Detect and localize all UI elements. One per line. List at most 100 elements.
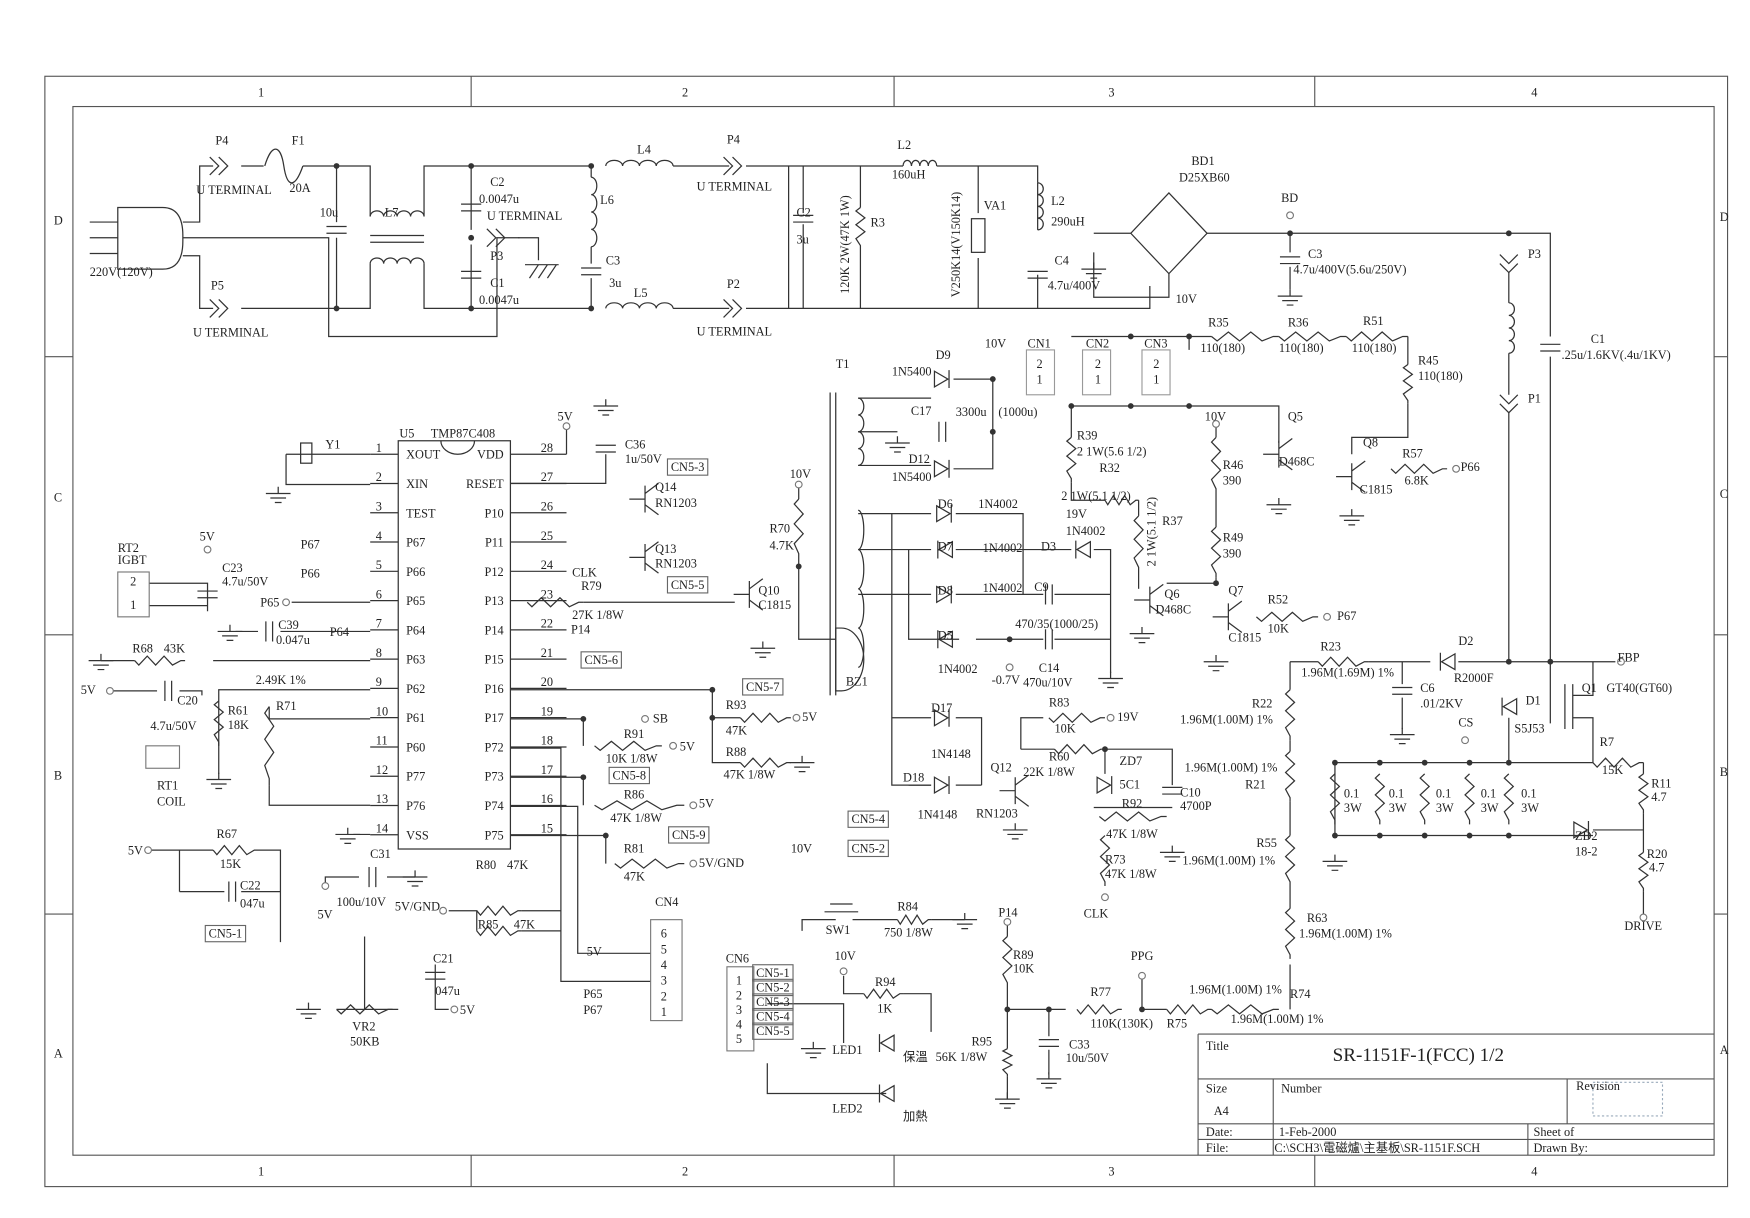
u5-pin-name: RESET (466, 477, 504, 491)
component-label: 10V (985, 337, 1006, 351)
zone-col-label: 1 (258, 85, 264, 99)
capacitor-symbol (1027, 270, 1048, 279)
junction-dot (468, 163, 475, 169)
component-label: C17 (911, 404, 932, 418)
component-label: Q10 (758, 583, 779, 597)
component-label: 290uH (1051, 214, 1085, 228)
component-label: 19V (1117, 710, 1138, 724)
component-label: 4 (736, 1017, 742, 1031)
junction-dot (333, 163, 340, 169)
component-label: P65 (260, 596, 279, 610)
component-label: Q1 (1582, 681, 1597, 695)
component-label: P1 (1528, 392, 1541, 406)
component-label: 2 1W(5.6 1/2) (1077, 444, 1147, 458)
wire (151, 849, 282, 943)
resistor-symbol (134, 655, 186, 666)
component-label: R71 (276, 699, 297, 713)
component-label: 10K 1/8W (606, 752, 658, 766)
zone-col-label: 4 (1531, 1164, 1537, 1178)
component-label: 3u (609, 276, 621, 290)
component-label: C33 (1069, 1038, 1090, 1052)
component-label: LED1 (832, 1043, 862, 1057)
ground-icon (1159, 845, 1185, 862)
resistor-symbol (1166, 1003, 1212, 1015)
buzzer-symbol (835, 627, 865, 692)
junction-dot (1505, 658, 1512, 665)
component-label: 6.8K (1404, 474, 1428, 488)
resistor-symbol (1001, 936, 1013, 987)
component-label: 3W (1436, 801, 1454, 815)
component-label: 1 (130, 598, 136, 612)
component-label: R74 (1290, 987, 1311, 1001)
resistor-symbol (1098, 811, 1167, 822)
resistor-symbol (1419, 773, 1431, 825)
component-label: R57 (1402, 447, 1423, 461)
inductor-symbol (605, 302, 674, 309)
component-label: 0.1 (1344, 786, 1359, 800)
component-label: C1815 (1360, 482, 1393, 496)
component-label: 5 (661, 942, 667, 956)
component-label: V250K14(V150K14) (949, 192, 963, 297)
component-label: VR2 (352, 1020, 375, 1034)
terminal-circle (794, 480, 803, 489)
varistor-symbol (970, 218, 986, 253)
capacitor-symbol (461, 203, 482, 212)
component-label: RN1203 (655, 496, 697, 510)
resistor-symbol (1402, 364, 1414, 404)
resistor-symbol (1592, 757, 1644, 769)
junction-dot (602, 832, 609, 839)
capacitor-symbol (197, 590, 218, 599)
component-label: 2.49K 1% (256, 673, 306, 687)
date-label: Date: (1206, 1125, 1233, 1139)
junction-dot (1213, 580, 1219, 587)
inductor-symbol (902, 159, 938, 167)
component-label: 5C1 (1120, 777, 1141, 791)
u5-pin-name: P73 (484, 770, 503, 784)
component-label: R77 (1090, 985, 1111, 999)
component-label: 110K(130K) (1090, 1016, 1153, 1030)
component-label: SW1 (826, 923, 851, 937)
component-label: C1 (490, 276, 504, 290)
zone-col-label: 3 (1108, 1164, 1114, 1178)
component-label: C1 (1591, 332, 1605, 346)
ground-icon (1129, 626, 1155, 644)
component-label: 0.1 (1521, 786, 1536, 800)
resistor-symbol (1133, 515, 1144, 572)
junction-dot (1287, 230, 1293, 237)
component-label: LED2 (832, 1102, 862, 1116)
net-tag-box (668, 826, 710, 844)
resistor-symbol (1210, 436, 1222, 494)
component-label: 1u/50V (625, 452, 662, 466)
component-label: 加熱 (903, 1109, 928, 1123)
component-label: R36 (1288, 315, 1309, 329)
component-label: 1N4002 (938, 662, 978, 676)
component-label: 19V (1066, 507, 1087, 521)
net-tag: CN5-9 (672, 828, 706, 842)
diode-symbol (937, 540, 954, 559)
u5-pin-number: 19 (541, 704, 553, 718)
resistor-symbol (1256, 611, 1319, 623)
terminal-circle (1106, 713, 1115, 722)
resistor-symbol (476, 905, 522, 917)
component-label: CN6 (726, 951, 749, 965)
component-label: 47K (514, 918, 535, 932)
resistor-symbol (213, 700, 225, 746)
resistor-symbol (1278, 331, 1347, 342)
resistor-symbol (1284, 908, 1296, 959)
component-label: RT1 (157, 779, 178, 793)
diode-symbol (933, 708, 950, 727)
component-label: 3 (736, 1003, 742, 1017)
junction-dot (1505, 759, 1512, 766)
junction-dot (468, 305, 475, 312)
u5-pin-number: 8 (376, 646, 382, 660)
terminal-circle (1212, 420, 1220, 428)
net-tag: CN5-1 (756, 966, 790, 980)
ground-icon (335, 827, 361, 845)
component-label: BZ1 (846, 674, 868, 688)
junction-dot (1466, 759, 1473, 766)
connector-box (1141, 349, 1171, 396)
igbt-symbol (1564, 661, 1594, 763)
component-label: 1N4148 (931, 747, 971, 761)
component-label: D468C (1155, 602, 1191, 616)
component-label: R94 (875, 975, 896, 989)
